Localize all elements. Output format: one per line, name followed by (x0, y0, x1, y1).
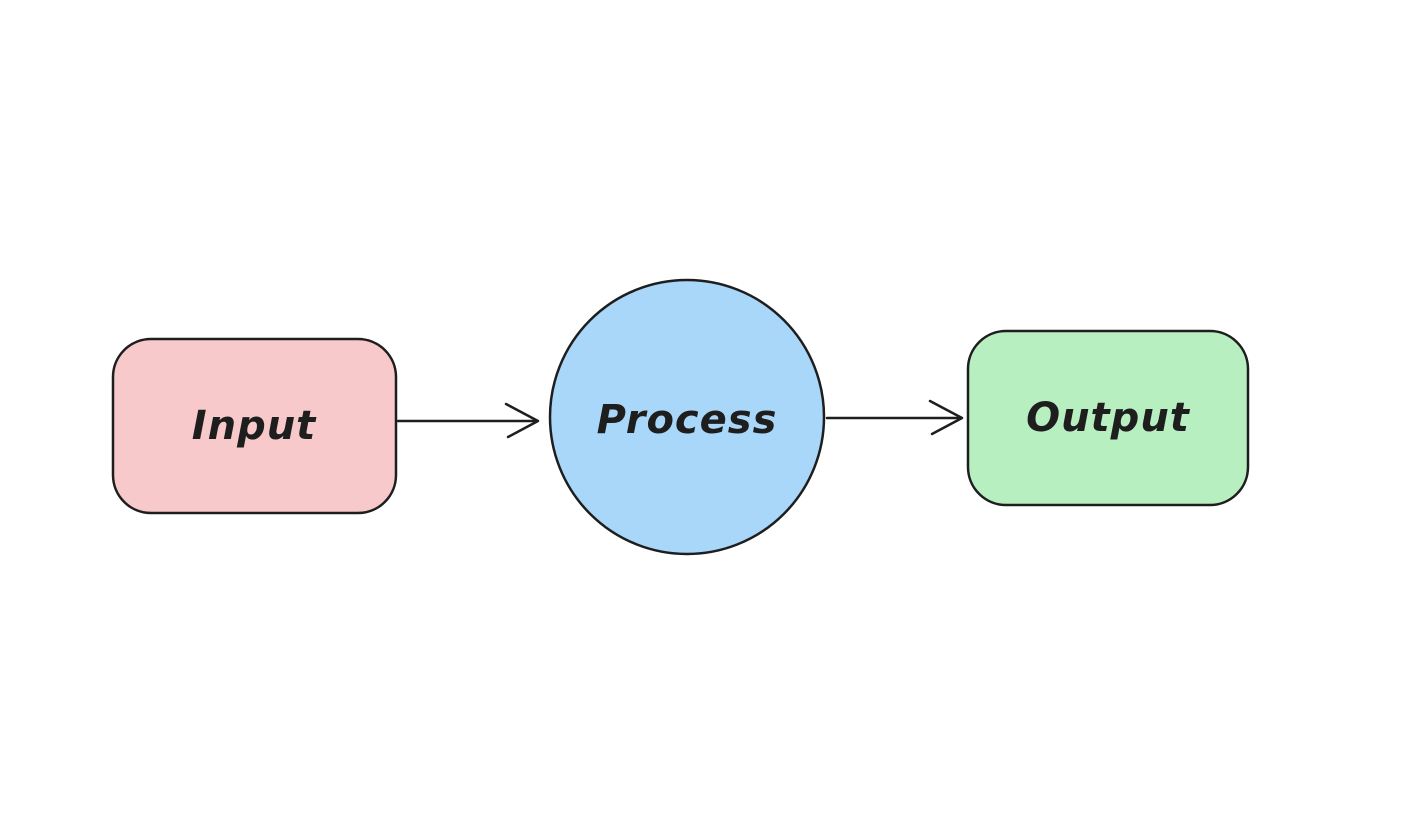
input-node-label: Input (192, 403, 317, 449)
node-process[interactable]: Process (548, 278, 826, 556)
arrow-input-to-process-head (504, 402, 540, 439)
node-output[interactable]: Output (966, 329, 1250, 507)
output-node-label: Output (1026, 395, 1191, 441)
arrow-process-to-output-head (928, 399, 964, 436)
input-node-shape[interactable] (111, 337, 398, 515)
output-node-shape[interactable] (966, 329, 1250, 507)
arrow-input-to-process[interactable] (396, 402, 540, 439)
arrow-process-to-output[interactable] (825, 399, 964, 436)
process-node-label: Process (597, 397, 778, 443)
node-input[interactable]: Input (111, 337, 398, 515)
process-node-shape[interactable] (548, 278, 826, 556)
